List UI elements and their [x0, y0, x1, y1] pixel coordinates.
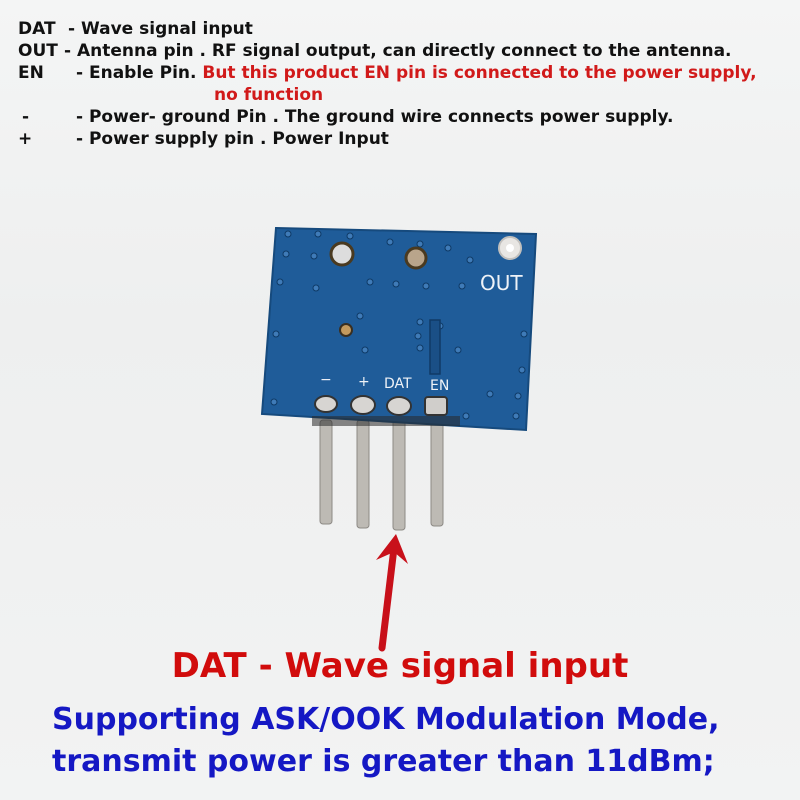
power-caption: transmit power is greater than 11dBm;	[52, 744, 715, 779]
silkscreen-vcc-label: +	[358, 374, 370, 390]
pin-desc-text: - Enable Pin.	[76, 63, 197, 83]
pin-name: OUT	[18, 41, 58, 61]
silkscreen-dat-label: DAT	[384, 376, 412, 392]
pin-name: EN	[18, 63, 44, 83]
silkscreen-gnd-label: −	[320, 372, 332, 388]
silkscreen-en-label: EN	[430, 378, 449, 394]
rf-transmitter-module-photo: OUT − + DAT EN	[260, 226, 538, 531]
modulation-caption: Supporting ASK/OOK Modulation Mode,	[52, 702, 720, 737]
pin-desc: - Power- ground Pin . The ground wire co…	[76, 107, 674, 127]
pin-name: DAT	[18, 19, 56, 39]
pcb-board	[260, 226, 538, 432]
arrow-icon	[376, 534, 408, 652]
pin-desc: - Antenna pin . RF signal output, can di…	[64, 41, 732, 61]
header-pins	[319, 419, 444, 531]
en-warning-note: But this product EN pin is connected to …	[202, 63, 757, 83]
dat-caption: DAT - Wave signal input	[171, 646, 629, 686]
pin-desc: - Power supply pin . Power Input	[76, 129, 389, 149]
pin-name: -	[22, 107, 30, 127]
pin-desc: - Wave signal input	[68, 19, 253, 39]
silkscreen-out-label: OUT	[480, 271, 523, 295]
pin-desc: - Enable Pin. But this product EN pin is…	[76, 62, 757, 84]
pin-name: +	[18, 129, 33, 149]
en-warning-note-cont: no function	[214, 85, 324, 105]
